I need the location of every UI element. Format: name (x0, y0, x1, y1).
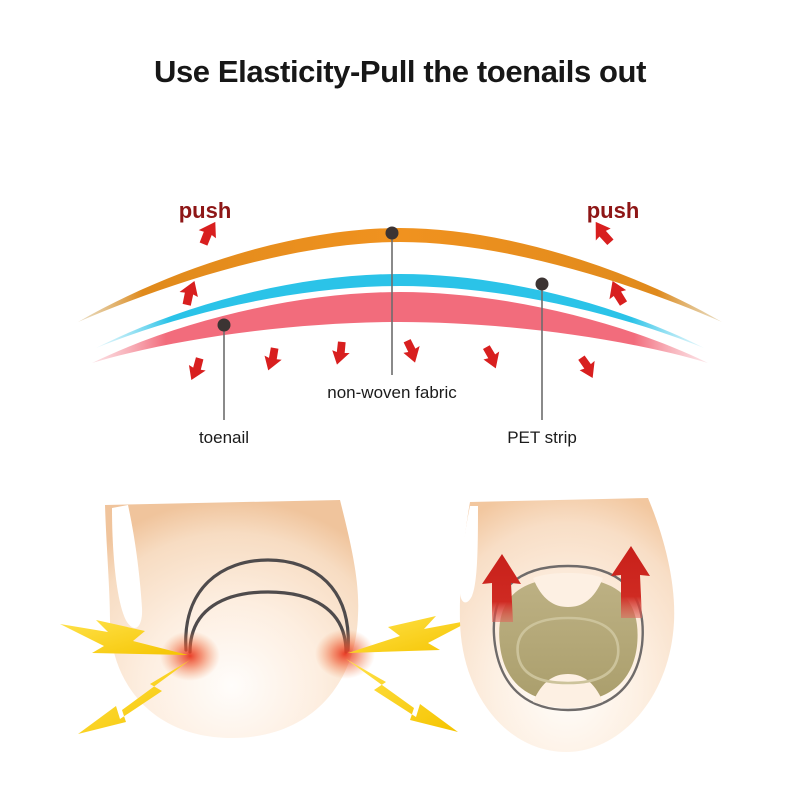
spread-arrow-3 (328, 339, 353, 368)
cuticle-notch-right (459, 506, 478, 603)
toenail-cross-section-diagram: push push non-woven fabric toenail PET s… (78, 198, 722, 447)
callout-label-toenail: toenail (199, 428, 249, 447)
pain-bolt-left-upper (60, 620, 188, 655)
push-label-right: push (587, 198, 640, 223)
lift-arrow-left (482, 554, 521, 622)
spread-arrow-5 (479, 342, 505, 372)
callout-label-non-woven-fabric: non-woven fabric (327, 383, 457, 402)
page-title: Use Elasticity-Pull the toenails out (153, 54, 647, 89)
callout-dot-pet-strip (535, 277, 549, 291)
spread-arrow-6 (574, 352, 601, 382)
callout-dot-non-woven-fabric (385, 226, 399, 240)
push-arrow-group-right (587, 217, 631, 309)
cuticle-notch-left (112, 505, 143, 628)
nail-plate-outline-right (492, 564, 644, 712)
correction-patch[interactable] (499, 578, 638, 702)
callout-dot-toenail (217, 318, 231, 332)
patch-top-notch (533, 573, 603, 607)
push-label-left: push (179, 198, 232, 223)
pain-bolt-right-upper (348, 616, 472, 653)
nail-plate-outer-left (184, 558, 350, 652)
patch-inner-outline (516, 616, 620, 685)
illustration-ingrown-toenail (60, 500, 472, 738)
toe-skin-left (105, 500, 359, 738)
spread-arrow-1 (183, 354, 210, 384)
layer-toenail (92, 292, 708, 363)
illustration-toe-with-patch (459, 498, 675, 752)
pain-bolt-right-lower (346, 659, 458, 732)
spread-arrow-2 (260, 345, 285, 374)
nail-plate-inner-left (188, 590, 348, 654)
callout-label-pet-strip: PET strip (507, 428, 577, 447)
inflammation-right-corner (315, 629, 375, 679)
lift-arrow-right (611, 546, 650, 618)
spread-arrow-4 (400, 337, 424, 365)
pain-bolt-left-lower (78, 660, 190, 734)
inflammation-left-corner (160, 631, 220, 681)
toe-illustrations (60, 498, 675, 752)
